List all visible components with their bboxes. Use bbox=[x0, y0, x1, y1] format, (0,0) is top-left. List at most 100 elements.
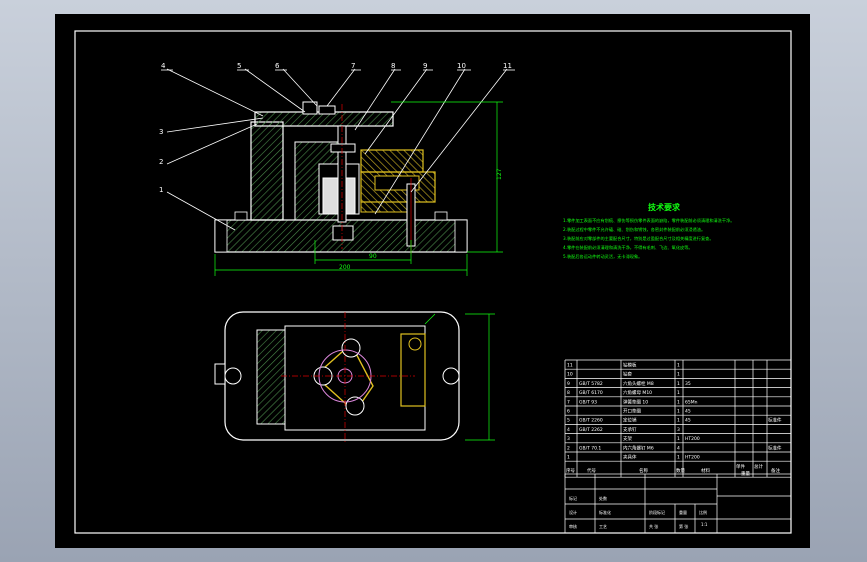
bom-row-name: 六角头螺栓 M8 bbox=[623, 380, 654, 387]
bom-row-qty: 3 bbox=[677, 427, 680, 433]
tb-label-review: 审核 bbox=[569, 523, 577, 529]
tech-req-line-5: 5.装配后各运动件转动灵活，无卡滞现象。 bbox=[563, 253, 642, 260]
bom-row-name: 定位销 bbox=[623, 417, 637, 424]
bom-row-name: 弹簧垫圈 10 bbox=[623, 398, 648, 405]
tech-req-line-2: 2.装配过程中零件不允许磕、碰、划伤和锈蚀，各密封件装配前必须浸透油。 bbox=[563, 226, 705, 233]
bom-row-name: 开口垫圈 bbox=[623, 408, 641, 415]
callout-3: 3 bbox=[159, 128, 163, 136]
bom-row-note: 标准件 bbox=[768, 444, 782, 451]
bom-row-qty: 1 bbox=[677, 372, 680, 378]
bom-row-no: 5 bbox=[567, 418, 570, 424]
callout-6: 6 bbox=[275, 62, 280, 70]
bom-row-qty: 1 bbox=[677, 363, 680, 369]
callout-11: 11 bbox=[503, 62, 512, 70]
leaders bbox=[166, 68, 508, 231]
tech-req-line-4: 4.零件在装配前必须清理和清洗干净，不得有毛刺、飞边、氧化皮等。 bbox=[563, 244, 693, 251]
tech-req-line-3: 3.装配前应对零部件的主要配合尺寸，特别是过盈配合尺寸及相关精度进行复查。 bbox=[563, 235, 714, 242]
drawing-frame bbox=[74, 30, 792, 534]
bom-header-note: 备注 bbox=[771, 467, 780, 474]
callout-5: 5 bbox=[237, 62, 241, 70]
bom-row-qty: 1 bbox=[677, 381, 680, 387]
bom-header-code: 代号 bbox=[587, 467, 596, 474]
callout-8: 8 bbox=[391, 62, 395, 70]
tb-label-sheet-no: 第 张 bbox=[679, 523, 688, 529]
tb-label-stage: 阶段标记 bbox=[649, 509, 665, 515]
tb-label-weight: 重量 bbox=[679, 509, 687, 515]
bom-row-qty: 1 bbox=[677, 390, 680, 396]
tech-req-line-1: 1.零件加工表面不应有划痕、擦伤等损伤零件表面的缺陷，零件装配前必须清理和清洗干… bbox=[563, 217, 735, 224]
bom-row-code: GB/T 6170 bbox=[579, 390, 603, 396]
bom-row-name: 钻模板 bbox=[623, 362, 637, 369]
title-block bbox=[564, 473, 792, 534]
bom-row-no: 1 bbox=[567, 455, 570, 461]
bom-row-no: 10 bbox=[567, 372, 573, 378]
bom-row-qty: 4 bbox=[677, 445, 680, 451]
bom-row-no: 9 bbox=[567, 381, 570, 387]
bom-header-material: 材料 bbox=[701, 467, 710, 474]
top-view bbox=[214, 311, 460, 444]
workpiece bbox=[360, 149, 424, 173]
technical-requirements: 技术要求 1.零件加工表面不应有划痕、擦伤等损伤零件表面的缺陷，零件装配前必须清… bbox=[563, 202, 735, 260]
tb-label-sheets: 共 张 bbox=[649, 523, 658, 529]
bom-row-no: 7 bbox=[567, 399, 570, 405]
tech-req-title: 技术要求 bbox=[648, 202, 681, 212]
bom-row-no: 6 bbox=[567, 409, 570, 415]
tb-label-standard: 标准化 bbox=[599, 509, 611, 515]
dim-overall-width: 200 bbox=[339, 264, 351, 271]
bom-row-name: 夹具体 bbox=[623, 454, 637, 461]
bom-row-code: GB/T 2262 bbox=[579, 427, 603, 433]
callout-7: 7 bbox=[351, 62, 355, 70]
bom-row-code: GB/T 5782 bbox=[579, 381, 603, 387]
bom-row-name: 支承钉 bbox=[623, 426, 637, 433]
bom-row-material: 45 bbox=[685, 409, 691, 415]
bom-row-no: 2 bbox=[567, 445, 570, 451]
bom-row-qty: 1 bbox=[677, 455, 680, 461]
bom-row-note: 标准件 bbox=[768, 417, 782, 424]
tb-label-process: 工艺 bbox=[599, 524, 607, 529]
bom-row-material: 35 bbox=[685, 381, 691, 387]
callout-1: 1 bbox=[159, 186, 163, 194]
tb-scale-value: 1:1 bbox=[701, 522, 708, 527]
bom-row-code: GB/T 70.1 bbox=[579, 445, 601, 451]
bom-row-material: HT200 bbox=[685, 455, 700, 461]
column bbox=[250, 121, 284, 221]
drawing-sheet: 4 5 6 7 8 9 10 11 3 2 1 200 90 127 bbox=[55, 14, 810, 548]
bom-row-no: 3 bbox=[567, 436, 570, 442]
tb-label-count: 处数 bbox=[599, 495, 607, 501]
bom-row-qty: 1 bbox=[677, 409, 680, 415]
tb-label-scale: 比例 bbox=[699, 509, 707, 515]
bom-row-no: 8 bbox=[567, 390, 570, 396]
front-view bbox=[214, 101, 468, 254]
bom-row-code: GB/T 2260 bbox=[579, 418, 603, 424]
bom-row-no: 11 bbox=[567, 363, 573, 369]
bom-header-no: 序号 bbox=[566, 467, 575, 474]
cad-drawing: 4 5 6 7 8 9 10 11 3 2 1 200 90 127 bbox=[74, 30, 792, 534]
bom-row-name: 支架 bbox=[623, 435, 632, 442]
bom-row-qty: 1 bbox=[677, 399, 680, 405]
bom-row-name: 六角螺母 M10 bbox=[623, 389, 652, 396]
callout-labels: 4 5 6 7 8 9 10 11 3 2 1 bbox=[159, 62, 512, 194]
bom-header-qty: 数量 bbox=[676, 467, 685, 474]
bom-row-name: 钻套 bbox=[623, 371, 632, 378]
bom-row-qty: 1 bbox=[677, 436, 680, 442]
callout-4: 4 bbox=[161, 62, 166, 70]
tb-label-design: 设计 bbox=[569, 509, 577, 515]
bom-row-name: 内六角螺钉 M6 bbox=[623, 444, 654, 451]
bom-row-material: 45 bbox=[685, 418, 691, 424]
front-dimensions bbox=[214, 101, 503, 276]
bom-row-code: GB/T 93 bbox=[579, 399, 597, 405]
callout-9: 9 bbox=[423, 62, 427, 70]
tb-label-mark: 标记 bbox=[569, 495, 577, 501]
dim-height: 127 bbox=[496, 168, 503, 180]
callout-10: 10 bbox=[457, 62, 466, 70]
bom-row-no: 4 bbox=[567, 427, 570, 433]
dim-inner-width: 90 bbox=[369, 253, 377, 260]
bom-header-name: 名称 bbox=[639, 467, 648, 474]
bom-row-material: HT200 bbox=[685, 436, 700, 442]
callout-2: 2 bbox=[159, 158, 163, 166]
bom-header-total: 总计 bbox=[754, 463, 763, 470]
bom-row-material: 65Mn bbox=[685, 399, 698, 405]
bom-row-qty: 1 bbox=[677, 418, 680, 424]
bom-header-single: 单件 bbox=[736, 463, 745, 470]
